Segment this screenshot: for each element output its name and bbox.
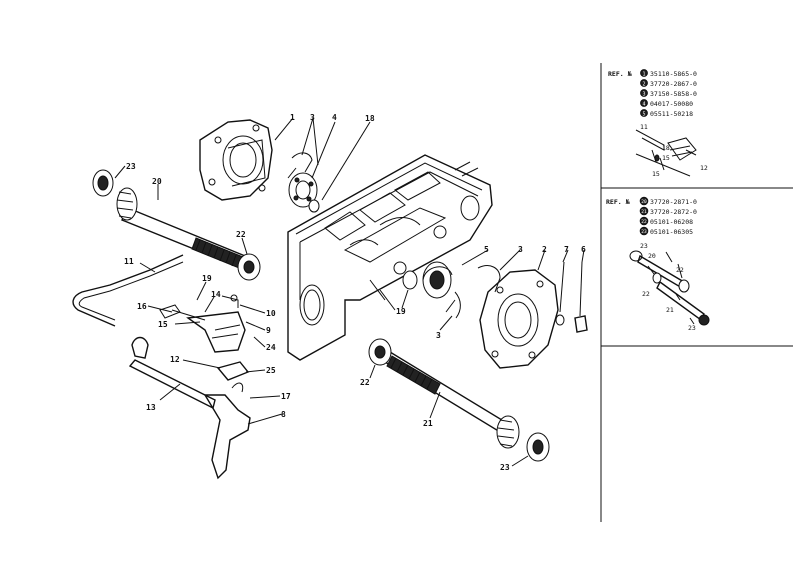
shaft-20 (116, 187, 251, 271)
bearing-23-upper (92, 169, 114, 197)
ref-top-line-5: 05511-50218 (650, 110, 693, 118)
ref-bottom-line-4: 05101-06305 (650, 228, 693, 236)
callout-11: 11 (124, 257, 134, 266)
callout-21: 21 (423, 419, 433, 428)
ref-top-sub-15b: 15 (652, 170, 660, 178)
callout-3: 3 (310, 113, 315, 122)
callout-15: 15 (158, 320, 168, 329)
callout-19b: 19 (396, 307, 406, 316)
callout-23b: 23 (500, 463, 510, 472)
collar-18-upper (308, 199, 320, 213)
bolt-6 (574, 261, 588, 333)
ref-bottom-sketch: 23 20 22 22 21 23 (629, 242, 710, 332)
callout-1: 1 (290, 113, 295, 122)
ref-top-line-2: 37720-2867-0 (650, 80, 697, 88)
callout-3b: 3 (518, 245, 523, 254)
bearing-22-lower (368, 338, 392, 366)
ref-top-marker-1: 1 (642, 71, 645, 77)
snap-ring-upper (287, 152, 313, 179)
ref-bottom-sub-20: 20 (648, 252, 656, 260)
ref-top-line-3: 37150-5858-0 (650, 90, 697, 98)
ref-top-sub-15: 15 (662, 154, 670, 162)
ref-top-prefix: REF. № (608, 70, 632, 78)
bearing-upper (288, 172, 318, 208)
ref-bottom-marker-20: 20 (641, 199, 647, 205)
callout-8: 8 (281, 410, 286, 419)
bearing-22-upper (237, 253, 261, 281)
ref-bottom-prefix: REF. № (606, 198, 630, 206)
callout-17: 17 (281, 392, 291, 401)
ref-bottom-sub-23b: 23 (688, 324, 696, 332)
snap-ring-lower (445, 291, 461, 319)
ref-top-sub-11: 11 (640, 123, 648, 131)
callout-3c: 3 (436, 331, 441, 340)
callout-12: 12 (170, 355, 180, 364)
callout-22: 22 (236, 230, 246, 239)
callout-2: 2 (542, 245, 547, 254)
ref-bottom-sub-23: 23 (640, 242, 648, 250)
leader-lines (114, 117, 585, 467)
shaft-21 (384, 351, 520, 449)
ref-bottom-sub-22b: 22 (642, 290, 650, 298)
flange-housing-upper (199, 119, 273, 201)
bearing-5 (422, 261, 453, 299)
ref-top-marker-3: 3 (642, 91, 645, 97)
seal-19-lower (402, 270, 418, 290)
callout-4: 4 (332, 113, 337, 122)
ref-bottom-marker-22: 22 (641, 219, 647, 225)
callout-9: 9 (266, 326, 271, 335)
reference-block-bottom: REF. № 20 21 22 23 37720-2871-0 37720-28… (606, 196, 710, 332)
ref-top-sub-12: 12 (700, 164, 708, 172)
ref-bottom-sub-21: 21 (666, 306, 674, 314)
ref-bottom-line-1: 37720-2871-0 (650, 198, 697, 206)
reference-block-top: REF. № 1 2 3 4 5 35110-5865-0 37720-2867… (608, 69, 708, 178)
shift-rod-11 (72, 254, 184, 327)
callout-25: 25 (266, 366, 276, 375)
callout-labels: 1 3 4 18 23 20 22 11 19 14 16 15 10 9 24… (124, 113, 586, 472)
callout-14: 14 (211, 290, 221, 299)
callout-23: 23 (126, 162, 136, 171)
ref-top-marker-5: 5 (642, 111, 645, 117)
bearing-23-lower (526, 432, 550, 462)
ref-top-sub-18: 18 (662, 144, 670, 152)
ref-top-markers: 1 2 3 4 5 (640, 69, 648, 117)
washer-7 (555, 261, 565, 326)
transmission-housing (287, 154, 493, 361)
ref-top-line-1: 35110-5865-0 (650, 70, 697, 78)
shift-mechanism (128, 294, 251, 480)
reference-panel-frame (600, 63, 793, 522)
callout-7: 7 (564, 245, 569, 254)
callout-20: 20 (152, 177, 162, 186)
ref-bottom-sub-22: 22 (676, 266, 684, 274)
ref-bottom-line-3: 05101-06208 (650, 218, 693, 226)
ref-top-sketch: 11 18 15 12 15 (635, 123, 708, 178)
ref-top-marker-4: 4 (642, 101, 645, 107)
ref-bottom-line-2: 37720-2872-0 (650, 208, 697, 216)
callout-24: 24 (266, 343, 276, 352)
callout-10: 10 (266, 309, 276, 318)
callout-13: 13 (146, 403, 156, 412)
callout-19: 19 (202, 274, 212, 283)
callout-6: 6 (581, 245, 586, 254)
snap-ring-right (477, 265, 501, 293)
ref-bottom-marker-21: 21 (641, 209, 647, 215)
ref-bottom-markers: 20 21 22 23 (639, 196, 649, 236)
ref-bottom-marker-23: 23 (641, 229, 647, 235)
callout-18: 18 (365, 114, 375, 123)
ref-top-marker-2: 2 (642, 81, 645, 87)
ref-top-line-4: 04017-50080 (650, 100, 693, 108)
callout-16: 16 (137, 302, 147, 311)
callout-5: 5 (484, 245, 489, 254)
callout-22b: 22 (360, 378, 370, 387)
flange-housing-lower (479, 269, 559, 369)
